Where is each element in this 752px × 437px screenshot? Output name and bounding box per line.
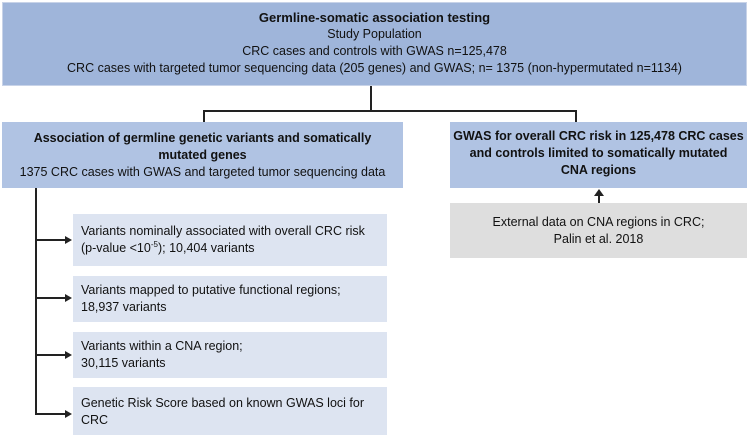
sub-box-3: Variants within a CNA region; 30,115 var…	[73, 332, 387, 378]
sub-3-line-2: 30,115 variants	[81, 356, 166, 370]
top-line-1: Study Population	[327, 27, 422, 41]
top-box: Germline-somatic association testing Stu…	[2, 2, 747, 86]
sub-2-line-1: Variants mapped to putative functional r…	[81, 283, 341, 297]
right-title-line-3: CNA regions	[560, 163, 637, 177]
sub-1-line-2: (p-value <10-5); 10,404 variants	[81, 240, 387, 257]
left-title-line-2: mutated genes	[158, 148, 247, 162]
sub-box-4: Genetic Risk Score based on known GWAS l…	[73, 387, 387, 435]
sub-4-line-2: CRC	[81, 413, 109, 427]
sub-3-line-1: Variants within a CNA region;	[81, 339, 243, 353]
left-subtitle: 1375 CRC cases with GWAS and targeted tu…	[19, 165, 386, 179]
right-title-line-1: GWAS for overall CRC risk in 125,478 CRC…	[453, 129, 744, 143]
sub-1-line-1: Variants nominally associated with overa…	[81, 224, 365, 238]
connector-right-down	[575, 110, 577, 122]
connector-horizontal	[203, 110, 577, 112]
branch-1-line	[35, 239, 66, 241]
top-line-3: CRC cases with targeted tumor sequencing…	[67, 61, 682, 75]
left-title-line-1: Association of germline genetic variants…	[33, 131, 372, 145]
connector-top-vertical	[370, 86, 372, 111]
external-box: External data on CNA regions in CRC; Pal…	[450, 203, 747, 258]
branch-3-arrowhead-icon	[65, 351, 72, 359]
external-line-1: External data on CNA regions in CRC;	[492, 215, 705, 229]
top-line-2: CRC cases and controls with GWAS n=125,4…	[242, 44, 507, 58]
branch-1-arrowhead-icon	[65, 236, 72, 244]
sub-1-superscript: -5	[150, 239, 158, 249]
branch-4-line	[35, 413, 66, 415]
external-line-2: Palin et al. 2018	[553, 232, 644, 246]
sub-box-1: Variants nominally associated with overa…	[73, 214, 387, 266]
branch-2-line	[35, 297, 66, 299]
connector-left-down	[203, 110, 205, 122]
sub-1-line-2-post: ); 10,404 variants	[157, 241, 255, 255]
left-bracket-vertical	[35, 188, 37, 415]
right-title-line-2: and controls limited to somatically muta…	[469, 146, 728, 160]
top-title: Germline-somatic association testing	[258, 10, 491, 25]
branch-3-line	[35, 354, 66, 356]
external-arrowhead-icon	[594, 189, 604, 196]
left-box: Association of germline genetic variants…	[2, 122, 403, 188]
branch-2-arrowhead-icon	[65, 294, 72, 302]
branch-4-arrowhead-icon	[65, 410, 72, 418]
sub-1-line-2-pre: (p-value <10	[81, 241, 151, 255]
sub-4-line-1: Genetic Risk Score based on known GWAS l…	[81, 396, 364, 410]
right-box: GWAS for overall CRC risk in 125,478 CRC…	[450, 122, 747, 188]
external-arrow-line	[598, 194, 600, 203]
sub-2-line-2: 18,937 variants	[81, 300, 167, 314]
sub-box-2: Variants mapped to putative functional r…	[73, 276, 387, 322]
